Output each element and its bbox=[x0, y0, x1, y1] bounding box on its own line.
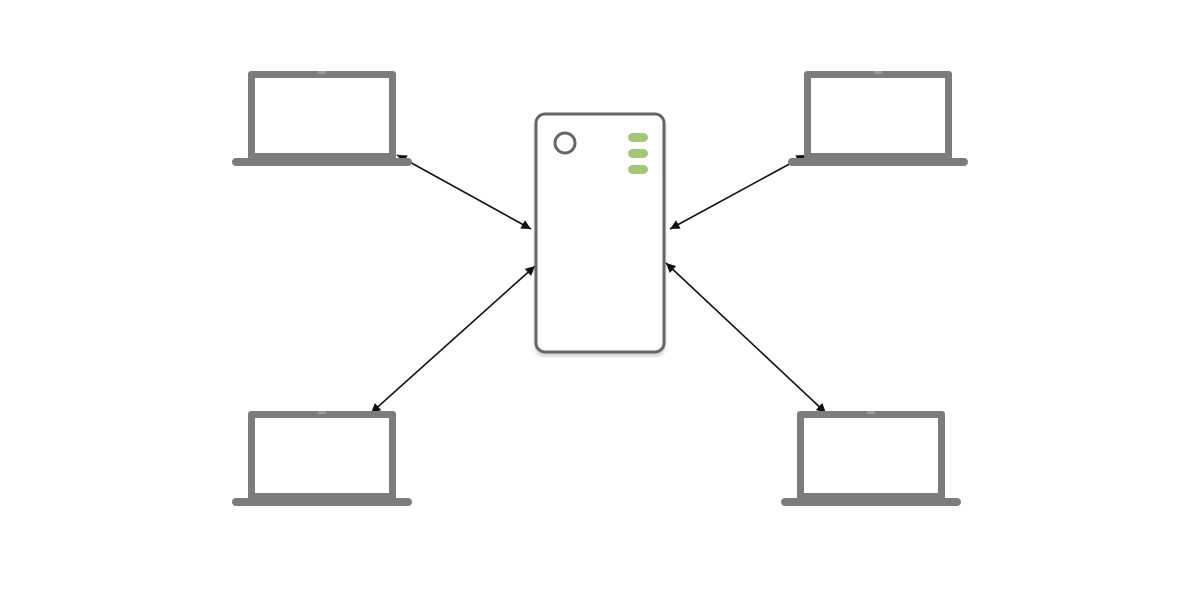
connectors bbox=[370, 154, 827, 414]
connector-top-right bbox=[669, 154, 807, 230]
laptop-icon bbox=[781, 411, 961, 506]
server-icon bbox=[534, 112, 666, 354]
connector-top-left bbox=[396, 154, 532, 230]
server-indicator-light bbox=[628, 149, 648, 158]
connector-bottom-right bbox=[665, 262, 827, 414]
connector-bottom-left bbox=[370, 265, 536, 414]
laptop-icon bbox=[788, 71, 968, 166]
server-indicator-light bbox=[628, 133, 648, 142]
server-power-button bbox=[553, 131, 577, 155]
server-indicator-lights bbox=[628, 133, 648, 174]
laptop-icon bbox=[232, 411, 412, 506]
laptop-icon bbox=[232, 71, 412, 166]
server-indicator-light bbox=[628, 165, 648, 174]
